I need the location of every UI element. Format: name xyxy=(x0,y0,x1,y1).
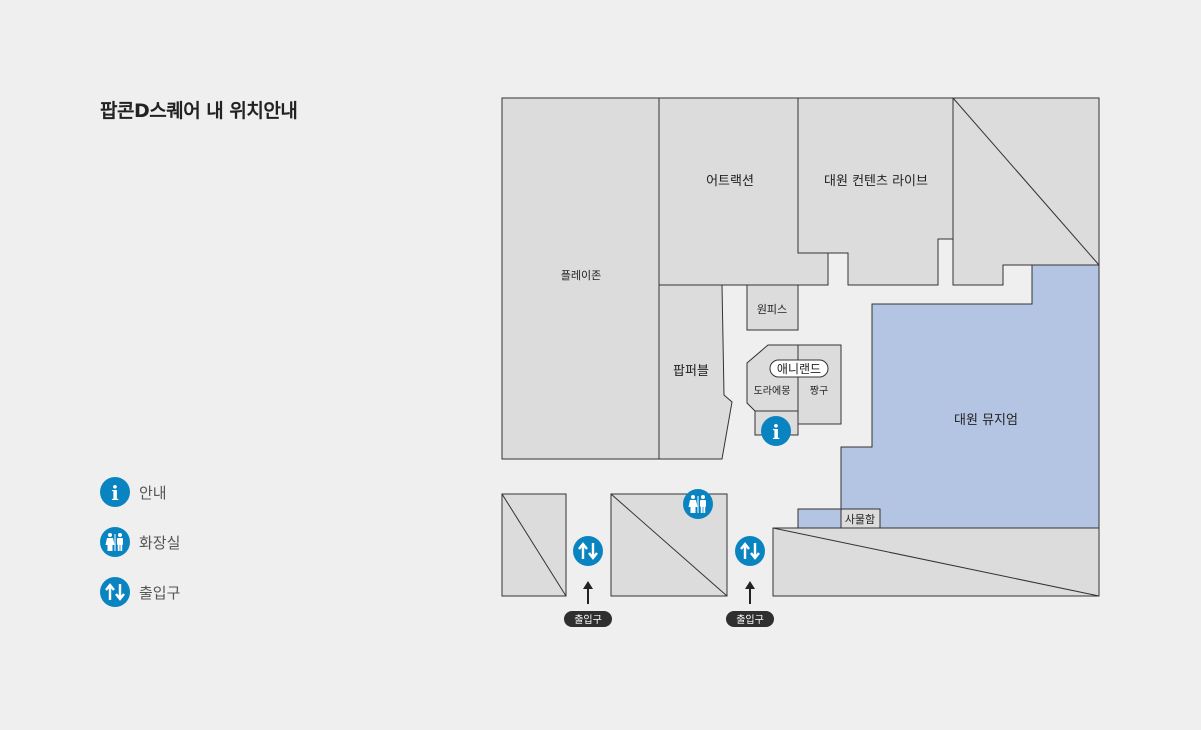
room-poppuble[interactable] xyxy=(658,284,733,460)
legend-item-restroom: 화장실 xyxy=(100,517,180,567)
map-entrance-marker-1[interactable] xyxy=(573,536,603,566)
map-legend: i 안내 화장실 출입구 xyxy=(100,467,180,617)
label-daewon-museum: 대원 뮤지엄 xyxy=(954,413,1018,428)
svg-text:i: i xyxy=(111,481,119,505)
aniland-badge xyxy=(769,359,829,378)
info-icon xyxy=(761,416,791,446)
entrance-icon xyxy=(735,536,765,566)
room-top-right[interactable] xyxy=(952,97,1100,286)
label-poppuble: 팝퍼블 xyxy=(673,364,709,379)
legend-item-info: i 안내 xyxy=(100,467,180,517)
label-locker: 사물함 xyxy=(845,513,875,526)
label-attraction: 어트랙션 xyxy=(706,174,754,189)
room-top-right-diagonal xyxy=(952,97,1100,266)
entrance-label-2: 출입구 xyxy=(736,613,764,626)
label-daewon-contents-live: 대원 컨텐츠 라이브 xyxy=(824,174,928,189)
restroom-icon xyxy=(100,527,130,557)
entrance-label-1: 출입구 xyxy=(574,613,602,626)
legend-label-restroom: 화장실 xyxy=(139,533,181,552)
room-bottom-left-diagonal xyxy=(501,493,567,597)
label-onepiece: 원피스 xyxy=(757,303,787,316)
entrance-icon xyxy=(573,536,603,566)
room-jjanggu[interactable] xyxy=(797,344,842,425)
entrance-badge-2 xyxy=(726,611,774,627)
label-aniland: 애니랜드 xyxy=(777,362,821,376)
room-doraemon[interactable] xyxy=(746,344,799,412)
room-bottom-middle-diagonal xyxy=(610,493,728,597)
label-playzone: 플레이존 xyxy=(561,269,601,282)
map-restroom-marker[interactable] xyxy=(683,489,713,519)
map-entrance-marker-2[interactable] xyxy=(735,536,765,566)
room-bottom-right-diagonal xyxy=(772,527,1100,597)
entrance-badge-1 xyxy=(564,611,612,627)
page-title: 팝콘D스퀘어 내 위치안내 xyxy=(100,100,298,122)
label-jjanggu: 짱구 xyxy=(810,385,828,397)
info-icon: i xyxy=(100,477,130,507)
entrance-icon xyxy=(100,577,130,607)
room-onepiece[interactable] xyxy=(746,284,799,331)
label-doraemon: 도라에몽 xyxy=(754,385,791,397)
entrance-arrow-1 xyxy=(583,581,593,604)
legend-label-entrance: 출입구 xyxy=(139,583,181,602)
legend-item-entrance: 출입구 xyxy=(100,567,180,617)
room-playzone[interactable] xyxy=(501,97,660,460)
entrance-arrow-2 xyxy=(745,581,755,604)
legend-label-info: 안내 xyxy=(139,483,167,502)
room-daewon-museum[interactable] xyxy=(797,264,1100,529)
svg-text:i: i xyxy=(772,420,780,444)
map-info-marker[interactable]: i xyxy=(761,416,791,446)
